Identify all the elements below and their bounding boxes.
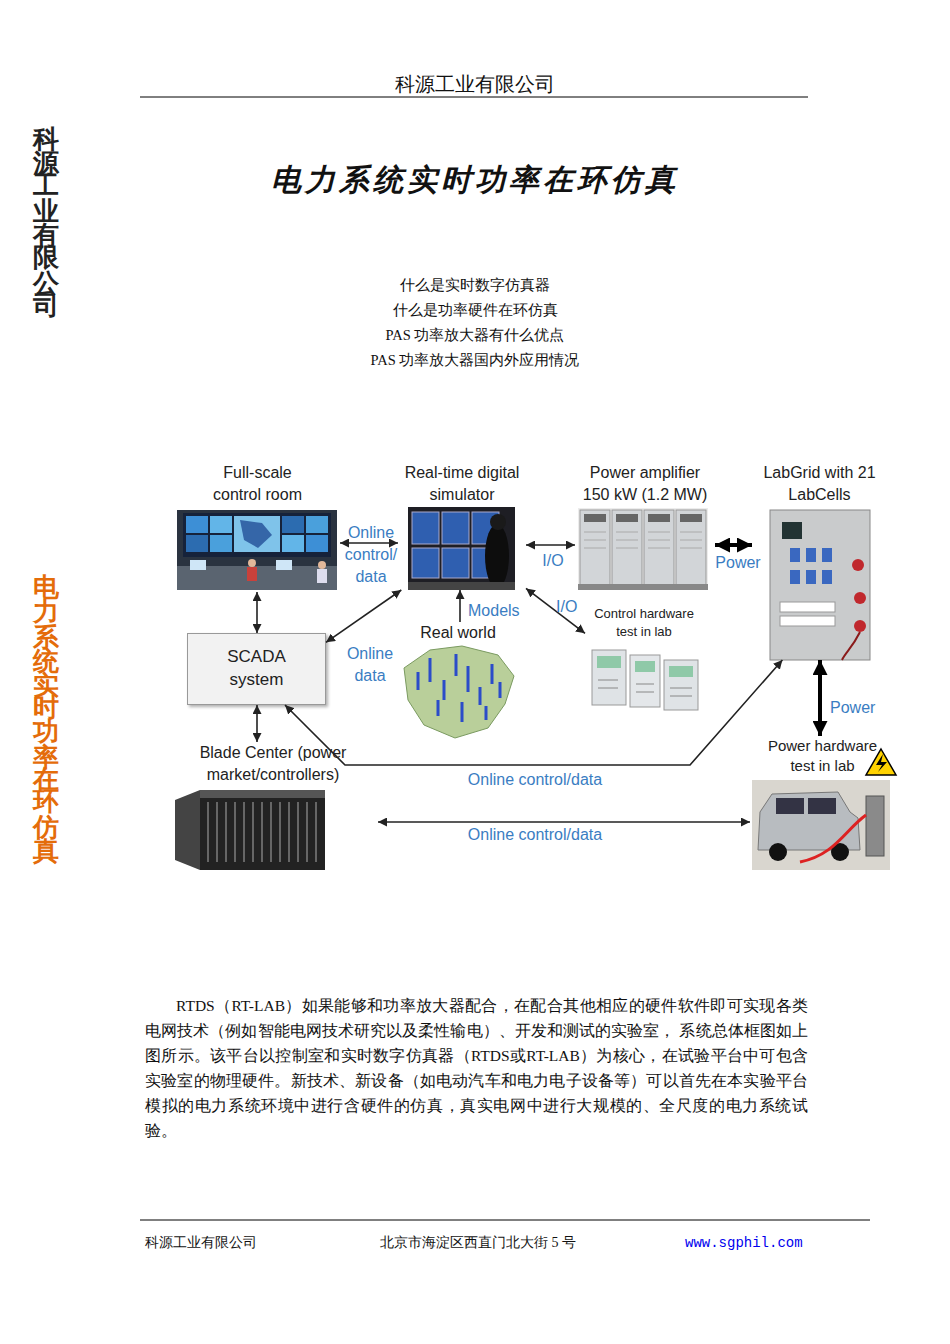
edge-label: Models <box>468 600 528 622</box>
connector-arrow <box>526 588 585 633</box>
edge-label: Power <box>830 697 890 719</box>
topic-line: PAS 功率放大器国内外应用情况 <box>140 350 810 370</box>
footer-rule <box>140 1220 870 1221</box>
edge-label: Power <box>712 552 764 574</box>
topic-line: 什么是实时数字仿真器 <box>140 275 810 295</box>
edge-label: Online control/data <box>440 824 630 846</box>
footer-url: www.sgphil.com <box>685 1233 865 1253</box>
node-caption: Power amplifier 150 kW (1.2 MW) <box>575 462 715 505</box>
image-node: Power amplifier 150 kW (1.2 MW) <box>575 462 715 592</box>
header-text: 科源工业有限公司 <box>140 70 810 98</box>
power-amplifier-photo <box>578 508 708 590</box>
process-box: SCADA system <box>187 633 326 705</box>
labgrid-cabinet-photo <box>770 510 870 660</box>
blade-center-photo <box>175 790 325 870</box>
connector-arrow <box>340 542 398 544</box>
connector-arrow <box>256 705 258 742</box>
electric-car-photo <box>752 780 890 870</box>
body-paragraph: RTDS（RT-LAB）如果能够和功率放大器配合，在配合其他相应的硬件软件即可实… <box>145 993 808 1143</box>
connector-arrow <box>378 821 750 823</box>
edge-label: Online control/data <box>440 769 630 791</box>
image-node: Power hardware test in lab <box>750 736 895 871</box>
simulator-photo <box>408 507 515 590</box>
control-hardware-photo <box>592 650 698 710</box>
footer-address: 北京市海淀区西直门北大街 5 号 <box>380 1233 670 1253</box>
connector-arrow <box>256 592 258 633</box>
header-rule <box>140 97 808 98</box>
edge-label: I/O <box>533 550 573 572</box>
image-node: Full-scale control room <box>175 462 340 592</box>
real-world-map <box>404 646 514 738</box>
footer-text: 科源工业有限公司 <box>145 1233 345 1253</box>
image-node: Real world <box>398 622 518 740</box>
node-caption: Power hardware test in lab <box>758 736 888 777</box>
edge-label: Online data <box>342 643 398 687</box>
node-caption: Real world <box>398 622 518 644</box>
box-label: SCADA system <box>217 646 297 692</box>
topic-line: 什么是功率硬件在环仿真 <box>140 300 810 320</box>
power-arrow <box>715 543 752 547</box>
connector-arrow <box>459 590 461 622</box>
control-room-photo <box>177 510 337 590</box>
image-node: Real-time digital simulator <box>398 462 526 590</box>
node-caption: Blade Center (power market/controllers) <box>168 742 378 785</box>
side-band-text: 电力系统实时功率在环仿真 <box>30 553 60 841</box>
power-arrow <box>818 660 822 736</box>
node-caption: Control hardware test in lab <box>587 605 702 640</box>
node-caption: LabGrid with 21 LabCells <box>752 462 887 505</box>
edge-label: Online control/ data <box>343 522 399 588</box>
side-band-text: 科源工业有限公司 <box>30 105 60 297</box>
image-node: Blade Center (power market/controllers) <box>168 742 378 872</box>
connector-arrow <box>526 544 575 546</box>
edge-label: I/O <box>556 596 586 618</box>
image-node: Control hardware test in lab <box>585 605 703 715</box>
image-node: LabGrid with 21 LabCells <box>752 462 887 660</box>
connector-arrow <box>326 590 401 642</box>
node-caption: Real-time digital simulator <box>400 462 525 505</box>
node-caption: Full-scale control room <box>200 462 315 505</box>
topic-line: PAS 功率放大器有什么优点 <box>140 325 810 345</box>
page-title: 电力系统实时功率在环仿真 <box>140 160 810 201</box>
